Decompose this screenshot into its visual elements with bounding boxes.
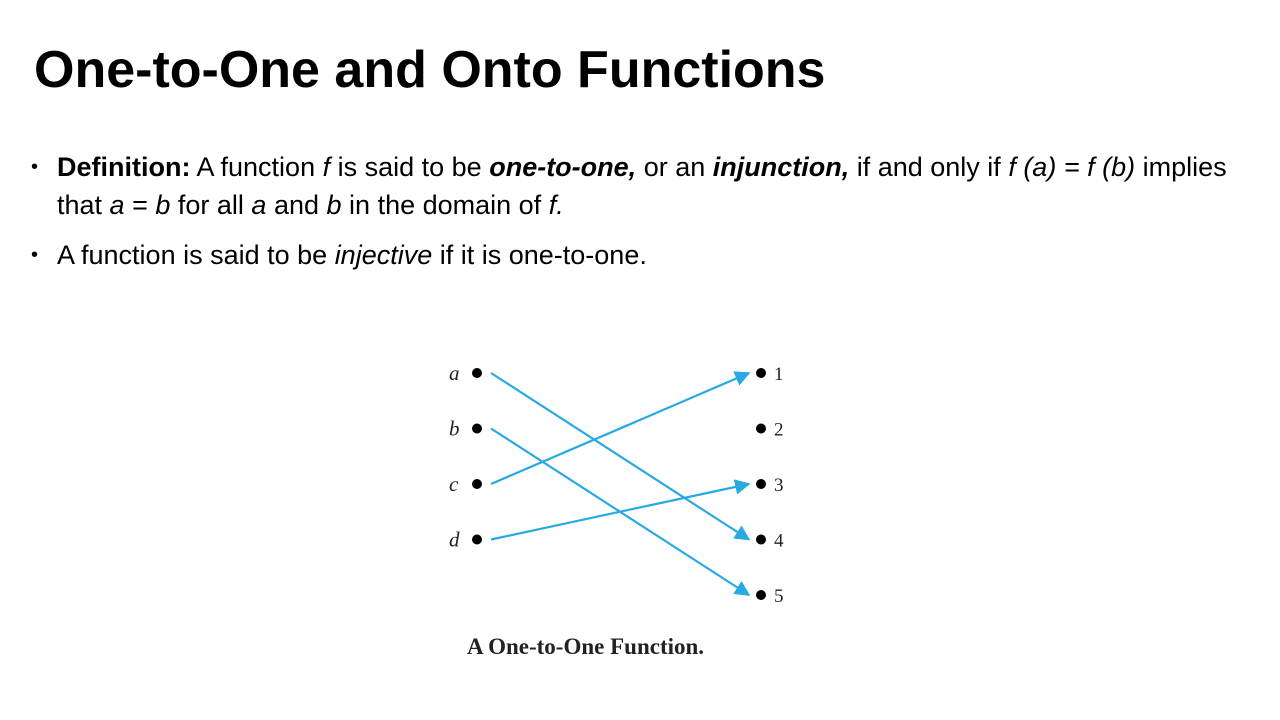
codomain-label-3: 3: [774, 475, 784, 496]
codomain-label-5: 5: [774, 586, 784, 607]
bullet-injective: • A function is said to be injective if …: [30, 236, 1260, 274]
text-run: injective: [334, 240, 433, 270]
slide-title: One-to-One and Onto Functions: [34, 41, 826, 99]
codomain-dot-2: [756, 423, 766, 434]
text-run: implies that: [57, 152, 1227, 220]
text-run: in the domain of: [341, 190, 549, 220]
codomain-dot-4: [756, 534, 766, 545]
domain-label-d: d: [449, 528, 460, 552]
codomain-dot-1: [756, 368, 766, 378]
text-run: Definition:: [57, 152, 191, 182]
bullet-list: • Definition: A function f is said to be…: [30, 148, 1260, 286]
arrow-c-to-1: [490, 371, 751, 486]
text-run: injunction,: [712, 152, 850, 182]
codomain-label-1: 1: [774, 364, 784, 385]
domain-dot-a: [472, 368, 482, 378]
injective-text: A function is said to be injective if it…: [57, 240, 647, 270]
domain-label-b: b: [449, 417, 460, 441]
text-run: if and only if: [849, 152, 1009, 182]
text-run: or an: [636, 152, 713, 182]
domain-label-c: c: [449, 472, 459, 496]
one-to-one-function-diagram: a b c d 1 2 3 4 5 A One-to-One Function.: [449, 361, 784, 659]
codomain-dot-5: [756, 590, 766, 600]
text-run: f.: [548, 190, 564, 220]
codomain-dot-3: [756, 479, 766, 489]
definition-text: Definition: A function f is said to be o…: [57, 152, 1227, 220]
codomain-label-2: 2: [774, 420, 784, 441]
bullet-definition: • Definition: A function f is said to be…: [30, 148, 1260, 224]
bullet-icon: •: [31, 156, 39, 178]
text-run: one-to-one,: [489, 152, 637, 182]
text-run: a: [251, 190, 267, 220]
bullet-icon: •: [31, 244, 39, 266]
domain-dot-c: [472, 479, 482, 489]
diagram-caption: A One-to-One Function.: [467, 634, 704, 659]
arrow-a-to-4: [490, 372, 751, 541]
text-run: f (a) = f (b): [1008, 152, 1136, 182]
domain-dot-b: [472, 423, 482, 434]
text-run: b: [326, 190, 342, 220]
arrow-d-to-3: [490, 479, 751, 541]
codomain-label-4: 4: [774, 531, 784, 552]
text-run: if it is one-to-one.: [432, 240, 647, 270]
text-run: for all: [170, 190, 252, 220]
text-run: f: [322, 152, 331, 182]
text-run: A function: [190, 152, 323, 182]
text-run: b: [155, 190, 171, 220]
text-run: =: [124, 190, 156, 220]
text-run: A function is said to be: [57, 240, 335, 270]
domain-label-a: a: [449, 361, 460, 385]
text-run: a: [109, 190, 125, 220]
domain-dot-d: [472, 534, 482, 545]
text-run: is said to be: [330, 152, 490, 182]
text-run: and: [266, 190, 327, 220]
